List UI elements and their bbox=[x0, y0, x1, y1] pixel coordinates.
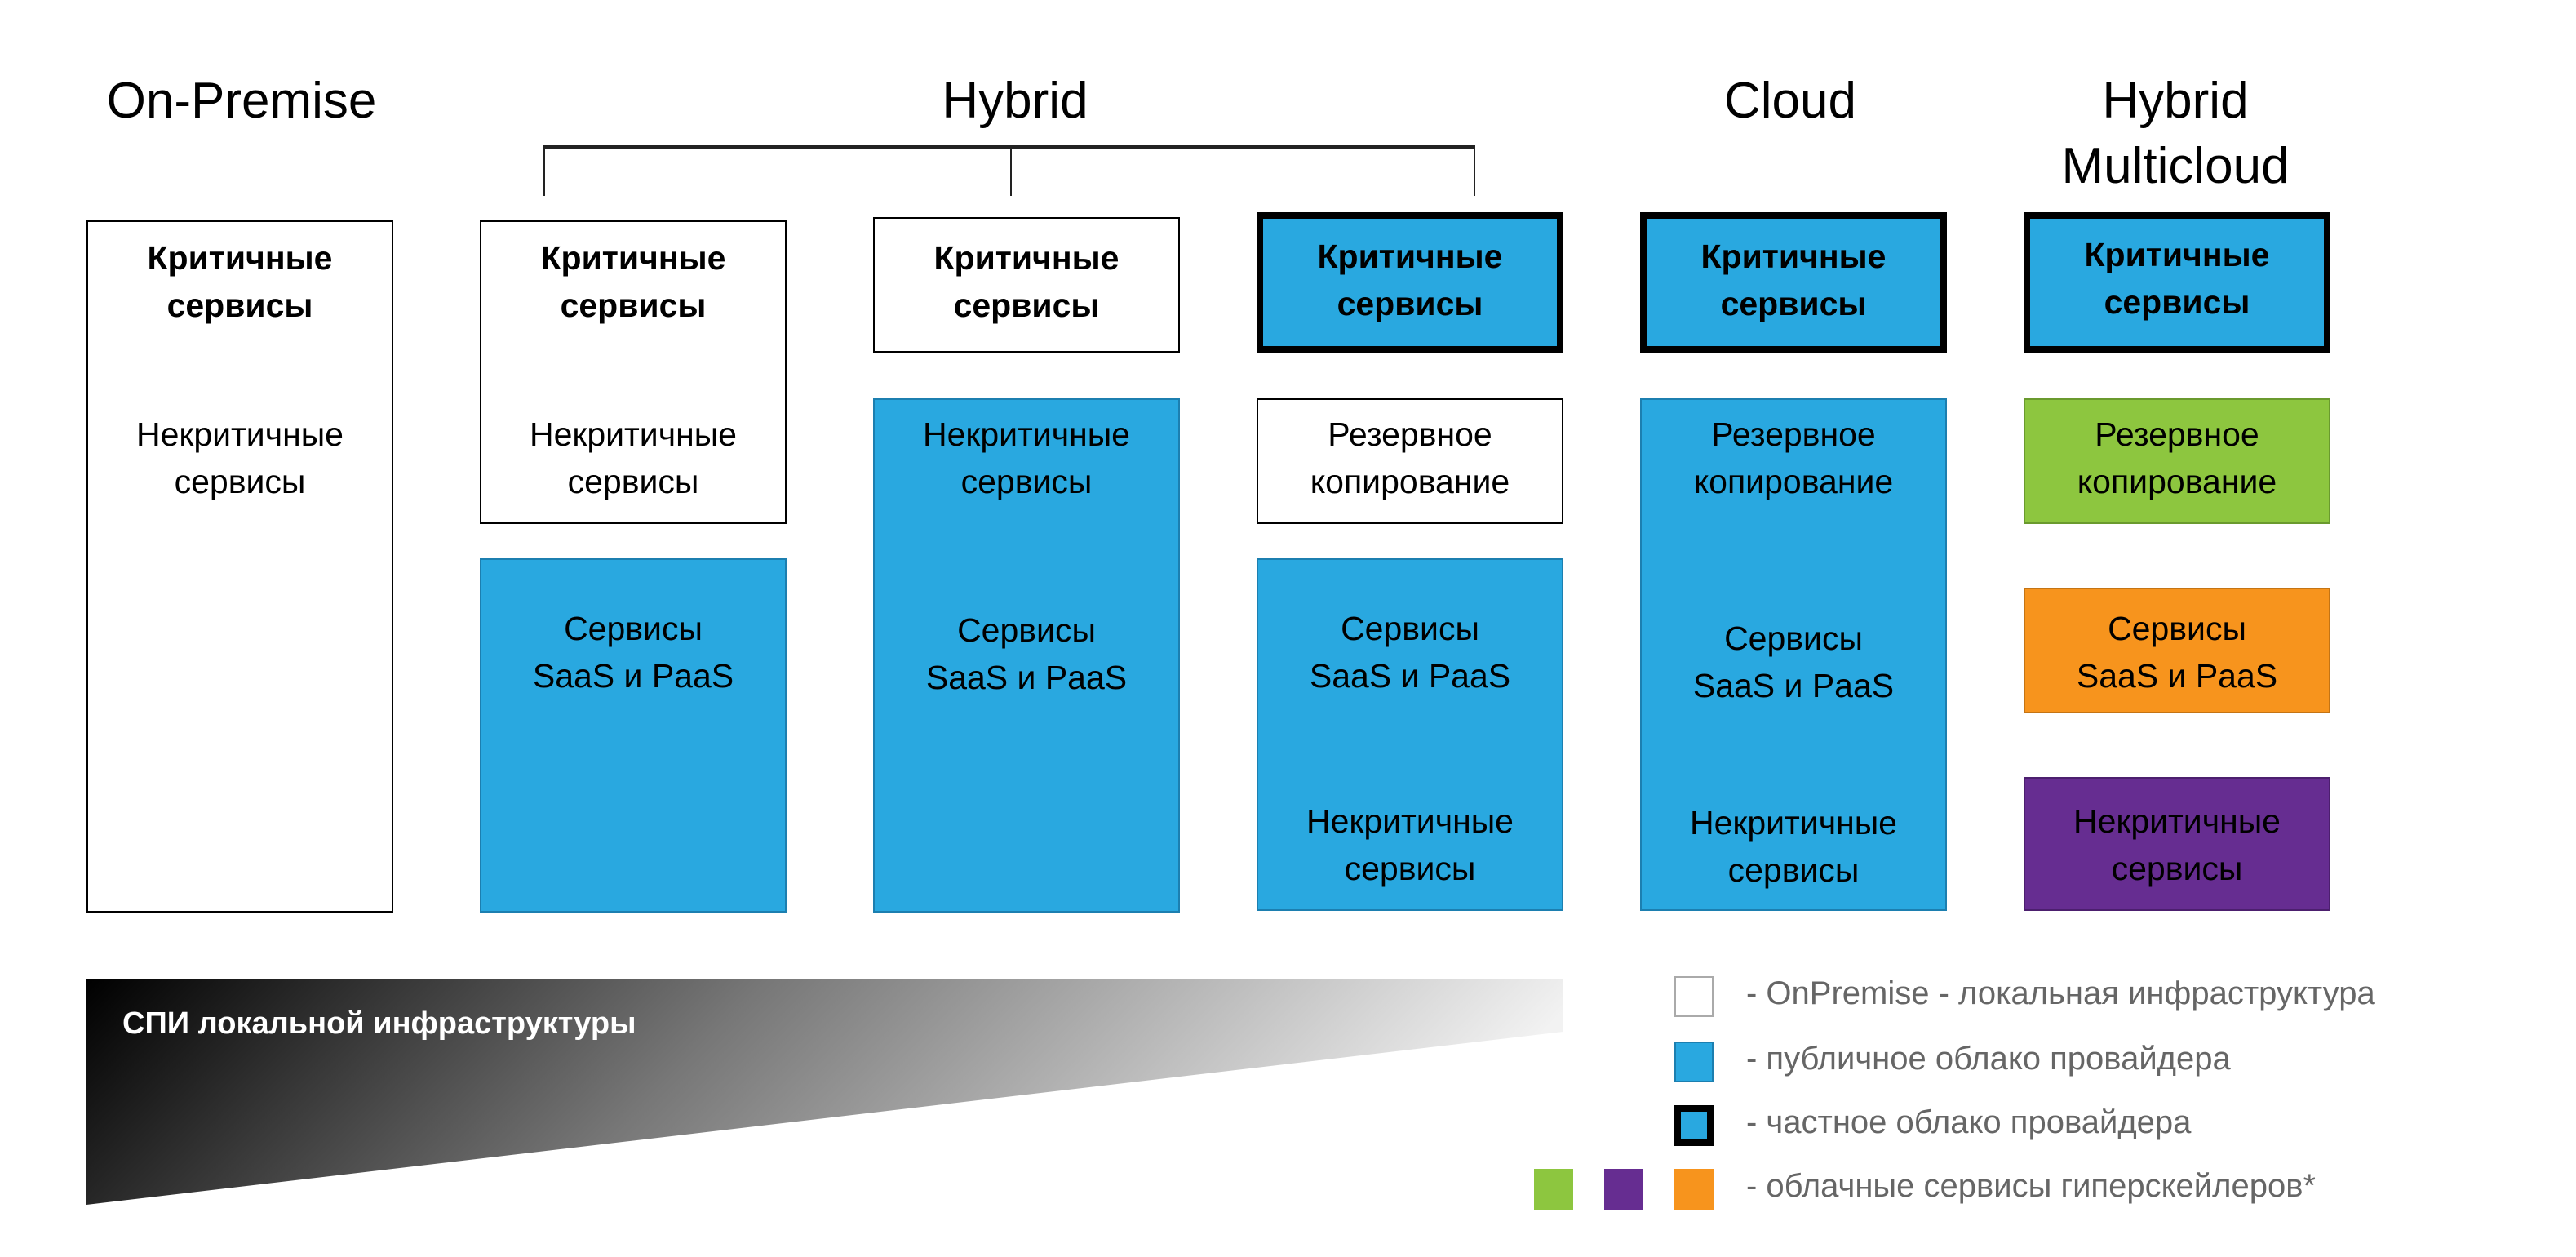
box-label: Резервное копирование bbox=[2025, 411, 2329, 506]
box-label: Резервное копирование bbox=[1258, 411, 1562, 506]
box-label-line: Критичные bbox=[540, 240, 726, 278]
bracket-tick bbox=[1474, 145, 1475, 196]
box-label-line: Резервное bbox=[1711, 416, 1876, 454]
cloud-private-box: Критичные сервисы bbox=[1640, 212, 1947, 353]
box-label-line: копирование bbox=[2077, 464, 2277, 501]
box-label-line: Сервисы bbox=[2108, 611, 2246, 648]
box-label: Некритичные сервисы bbox=[481, 411, 785, 506]
box-label-line: Критичные bbox=[933, 240, 1120, 278]
bracket-tick bbox=[543, 145, 545, 196]
legend-onpremise: - OnPremise - локальная инфраструктура bbox=[1746, 976, 2375, 1012]
box-label: Некритичные сервисы bbox=[1258, 798, 1562, 893]
box-label-line: Критичные bbox=[1317, 238, 1503, 276]
box-label-line: сервисы bbox=[166, 287, 313, 325]
box-label-line: Критичные bbox=[1700, 238, 1887, 276]
title-cloud: Cloud bbox=[1724, 72, 1856, 129]
box-label-line: сервисы bbox=[567, 464, 699, 501]
box-label-line: сервисы bbox=[1337, 286, 1483, 323]
box-label-line: SaaS и PaaS bbox=[2076, 658, 2278, 695]
box-label-line: Сервисы bbox=[957, 612, 1096, 650]
box-label-line: SaaS и PaaS bbox=[925, 660, 1128, 697]
legend-swatch-orange bbox=[1674, 1169, 1714, 1210]
box-label: Критичные сервисы bbox=[88, 235, 392, 330]
box-label-line: Некритичные bbox=[135, 416, 344, 454]
box-label: Некритичные сервисы bbox=[875, 411, 1178, 506]
legend-private: - частное облако провайдера bbox=[1746, 1105, 2192, 1141]
hybrid3-private-box: Критичные сервисы bbox=[1257, 212, 1563, 353]
multicloud-private-box: Критичные сервисы bbox=[2024, 212, 2330, 353]
box-label-line: сервисы bbox=[960, 464, 1093, 501]
box-label-line: сервисы bbox=[174, 464, 306, 501]
box-label: Некритичные сервисы bbox=[1642, 800, 1945, 895]
box-label-line: Некритичные bbox=[922, 416, 1130, 454]
box-label-line: Критичные bbox=[147, 240, 333, 278]
box-label-line: Некритичные bbox=[529, 416, 737, 454]
box-label-line: Некритичные bbox=[2073, 803, 2281, 841]
bracket-line bbox=[543, 145, 1475, 148]
box-label-line: копирование bbox=[1310, 464, 1510, 501]
box-label: Критичные сервисы bbox=[481, 235, 785, 330]
box-label-line: Критичные bbox=[2084, 237, 2270, 274]
box-label: Некритичные сервисы bbox=[2025, 798, 2329, 893]
box-label-line: SaaS и PaaS bbox=[1692, 668, 1895, 705]
box-label-line: Сервисы bbox=[1724, 620, 1863, 658]
box-label-line: сервисы bbox=[1720, 286, 1867, 323]
box-label-line: SaaS и PaaS bbox=[532, 658, 734, 695]
box-label: Критичные сервисы bbox=[1263, 233, 1557, 328]
box-label-line: сервисы bbox=[1344, 851, 1476, 888]
hybrid3-local-box: Резервное копирование bbox=[1257, 398, 1563, 524]
box-label-line: Некритичные bbox=[1689, 805, 1897, 842]
bracket-tick bbox=[1010, 145, 1012, 196]
legend-swatch-private bbox=[1674, 1105, 1714, 1146]
box-label-line: Резервное bbox=[1328, 416, 1492, 454]
box-label: Резервное копирование bbox=[1642, 411, 1945, 506]
box-label-line: сервисы bbox=[1727, 852, 1860, 890]
box-label-line: копирование bbox=[1693, 464, 1894, 501]
hybrid1-local-box: Критичные сервисы Некритичные сервисы bbox=[480, 220, 787, 524]
legend-hyperscalers: - облачные сервисы гиперскейлеров* bbox=[1746, 1169, 2317, 1205]
box-label-line: сервисы bbox=[2111, 851, 2243, 888]
legend-swatch-public bbox=[1674, 1042, 1714, 1082]
legend-public: - публичное облако провайдера bbox=[1746, 1042, 2231, 1077]
box-label-line: Сервисы bbox=[1341, 611, 1479, 648]
box-label: Критичные сервисы bbox=[1647, 233, 1940, 328]
box-label-line: сервисы bbox=[2104, 284, 2250, 322]
legend-swatch-green bbox=[1534, 1169, 1573, 1210]
box-label-line: Некритичные bbox=[1306, 803, 1514, 841]
multicloud-noncritical-box: Некритичные сервисы bbox=[2024, 777, 2330, 911]
box-label: Критичные сервисы bbox=[2030, 232, 2324, 326]
legend-swatch-purple bbox=[1604, 1169, 1643, 1210]
box-label-line: Резервное bbox=[2095, 416, 2259, 454]
title-on-premise: On-Premise bbox=[106, 72, 377, 129]
hybrid2-local-box: Критичные сервисы bbox=[873, 217, 1180, 353]
box-label: Критичные сервисы bbox=[875, 235, 1178, 330]
box-label-line: сервисы bbox=[560, 287, 707, 325]
legend-swatch-onpremise bbox=[1674, 976, 1714, 1017]
box-label: Некритичные сервисы bbox=[88, 411, 392, 506]
onprem-box: Критичные сервисы Некритичные сервисы bbox=[86, 220, 393, 913]
wedge-label: СПИ локальной инфраструктуры bbox=[122, 1007, 636, 1042]
box-label-line: SaaS и PaaS bbox=[1309, 658, 1511, 695]
box-label-line: сервисы bbox=[953, 287, 1100, 325]
box-label-line: Сервисы bbox=[564, 611, 703, 648]
title-hybrid: Hybrid bbox=[942, 72, 1088, 129]
multicloud-backup-box: Резервное копирование bbox=[2024, 398, 2330, 524]
